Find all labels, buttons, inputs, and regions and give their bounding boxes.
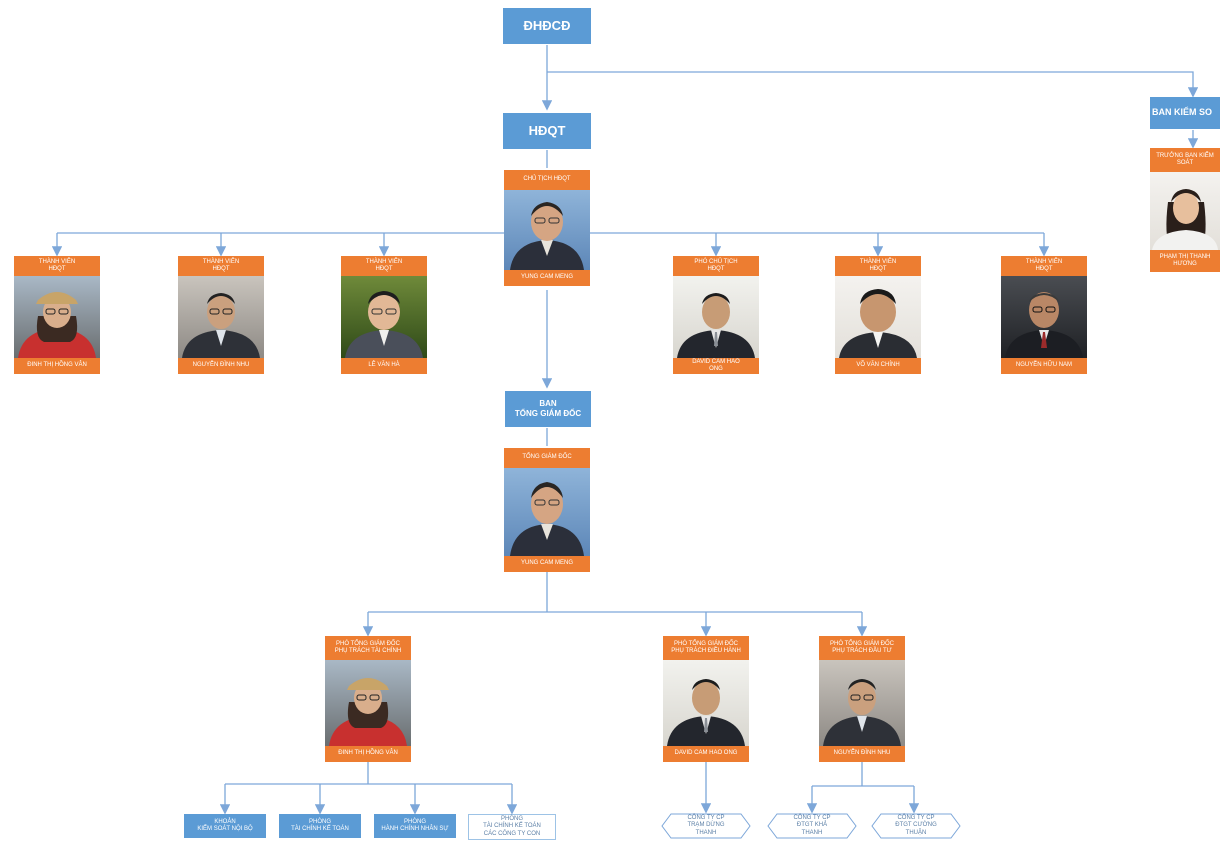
ceo-photo <box>504 468 590 556</box>
dhcd-box: ĐHĐCĐ <box>503 8 591 44</box>
board-member-photo <box>14 276 100 358</box>
board-member-name: DAVID CAM HAO ONG <box>673 358 759 374</box>
supervisor-photo <box>1150 172 1220 250</box>
board-member-card: THÀNH VIÊN HĐQT ĐINH THỊ HỒNG VÂN <box>14 256 100 374</box>
department-box: PHÒNG TÀI CHÍNH KẾ TOÁN <box>279 814 361 838</box>
deputy-photo <box>819 660 905 746</box>
deputy-card: PHÓ TỔNG GIÁM ĐỐC PHỤ TRÁCH ĐIỀU HÀNH DA… <box>663 636 749 762</box>
person-photo-icon <box>1005 292 1083 358</box>
person-photo-icon <box>823 679 901 746</box>
deputy-title: PHÓ TỔNG GIÁM ĐỐC PHỤ TRÁCH ĐẦU TƯ <box>819 636 905 660</box>
board-member-card: THÀNH VIÊN HĐQT VÕ VĂN CHÍNH <box>835 256 921 374</box>
deputy-name: NGUYỄN ĐÌNH NHU <box>819 746 905 762</box>
supervisor-card: TRƯỞNG BAN KIỂM SOÁT PHẠM THỊ THANH HƯƠN… <box>1150 148 1220 272</box>
ceo-card: TỔNG GIÁM ĐỐC YUNG CAM MENG <box>504 448 590 572</box>
ceo-title: TỔNG GIÁM ĐỐC <box>504 448 590 468</box>
subsidiary-hexagon: CÔNG TY CP ĐTGT CƯỜNG THUẬN <box>871 813 961 839</box>
board-member-card: THÀNH VIÊN HĐQT LÊ VĂN HÀ <box>341 256 427 374</box>
deputy-card: PHÓ TỔNG GIÁM ĐỐC PHỤ TRÁCH ĐẦU TƯ NGUYỄ… <box>819 636 905 762</box>
chairman-title: CHỦ TỊCH HĐQT <box>504 170 590 190</box>
deputy-title: PHÓ TỔNG GIÁM ĐỐC PHỤ TRÁCH TÀI CHÍNH <box>325 636 411 660</box>
board-member-photo <box>341 276 427 358</box>
chairman-name: YUNG CAM MENG <box>504 270 590 286</box>
hexagon-shape-icon <box>871 813 961 839</box>
person-photo-icon <box>345 291 423 358</box>
supervisor-name: PHẠM THỊ THANH HƯƠNG <box>1150 250 1220 272</box>
board-member-title: THÀNH VIÊN HĐQT <box>178 256 264 276</box>
department-box: PHÒNG HÀNH CHÍNH NHÂN SỰ <box>374 814 456 838</box>
subsidiary-label: CÔNG TY CP ĐTGT KHẢ THANH <box>793 815 831 836</box>
board-member-title: THÀNH VIÊN HĐQT <box>1001 256 1087 276</box>
board-member-photo <box>1001 276 1087 358</box>
board-member-photo <box>673 276 759 358</box>
person-photo-icon <box>329 678 407 746</box>
subsidiary-hexagon: CÔNG TY CP ĐTGT KHẢ THANH <box>767 813 857 839</box>
deputy-name: ĐINH THỊ HỒNG VÂN <box>325 746 411 762</box>
board-member-name: NGUYỄN ĐÌNH NHU <box>178 358 264 374</box>
department-box: KHOẢN KIỂM SOÁT NỘI BỘ <box>184 814 266 838</box>
hexagon-shape-icon <box>661 813 751 839</box>
person-photo-icon <box>510 482 584 556</box>
subsidiary-label: CÔNG TY CP ĐTGT CƯỜNG THUẬN <box>895 815 937 836</box>
deputy-photo <box>663 660 749 746</box>
hexagon-shape-icon <box>767 813 857 839</box>
person-photo-icon <box>182 293 260 358</box>
chairman-card: CHỦ TỊCH HĐQT YUNG CAM MENG <box>504 170 590 286</box>
board-member-photo <box>835 276 921 358</box>
board-member-title: PHÓ CHỦ TỊCH HĐQT <box>673 256 759 276</box>
board-member-title: THÀNH VIÊN HĐQT <box>341 256 427 276</box>
board-member-title: THÀNH VIÊN HĐQT <box>835 256 921 276</box>
subsidiary-hexagon: CÔNG TY CP TRẠM DỪNG THANH <box>661 813 751 839</box>
deputy-photo <box>325 660 411 746</box>
ceo-name: YUNG CAM MENG <box>504 556 590 572</box>
deputy-name: DAVID CAM HAO ONG <box>663 746 749 762</box>
chairman-photo <box>504 190 590 270</box>
department-box: PHÒNG TÀI CHÍNH KẾ TOÁN CÁC CÔNG TY CON <box>468 814 556 840</box>
deputy-title: PHÓ TỔNG GIÁM ĐỐC PHỤ TRÁCH ĐIỀU HÀNH <box>663 636 749 660</box>
ban-tong-giam-doc-box: BAN TỔNG GIÁM ĐỐC <box>505 391 591 427</box>
ban-kiem-soat-box: BAN KIỂM SO <box>1150 97 1220 129</box>
board-member-name: ĐINH THỊ HỒNG VÂN <box>14 358 100 374</box>
person-photo-icon <box>667 679 745 746</box>
board-member-name: LÊ VĂN HÀ <box>341 358 427 374</box>
person-photo-icon <box>677 293 755 358</box>
board-member-title: THÀNH VIÊN HĐQT <box>14 256 100 276</box>
board-member-card: THÀNH VIÊN HĐQT NGUYỄN ĐÌNH NHU <box>178 256 264 374</box>
deputy-card: PHÓ TỔNG GIÁM ĐỐC PHỤ TRÁCH TÀI CHÍNH ĐI… <box>325 636 411 762</box>
person-photo-icon <box>1152 189 1218 250</box>
supervisor-title: TRƯỞNG BAN KIỂM SOÁT <box>1150 148 1220 172</box>
board-member-photo <box>178 276 264 358</box>
board-member-card: PHÓ CHỦ TỊCH HĐQT DAVID CAM HAO ONG <box>673 256 759 374</box>
person-photo-icon <box>839 289 917 358</box>
subsidiary-label: CÔNG TY CP TRẠM DỪNG THANH <box>687 815 725 836</box>
board-member-name: NGUYỄN HỮU NAM <box>1001 358 1087 374</box>
person-photo-icon <box>510 202 584 270</box>
person-photo-icon <box>18 292 96 358</box>
board-member-card: THÀNH VIÊN HĐQT NGUYỄN HỮU NAM <box>1001 256 1087 374</box>
hdqt-box: HĐQT <box>503 113 591 149</box>
board-member-name: VÕ VĂN CHÍNH <box>835 358 921 374</box>
